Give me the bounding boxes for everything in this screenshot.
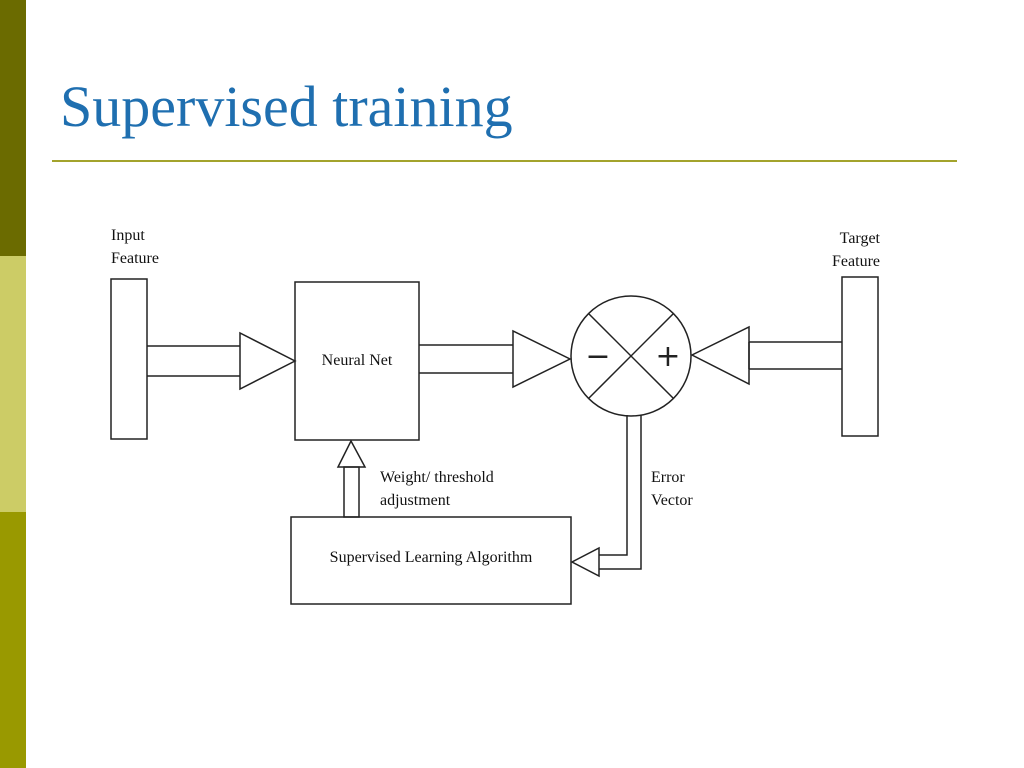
title-divider <box>52 160 957 162</box>
error-path-outer <box>599 415 642 570</box>
target-feature-bar <box>841 276 879 437</box>
weight-arrowhead <box>336 439 367 468</box>
error-arrowhead <box>570 546 600 578</box>
error-label-line2: Vector <box>651 492 693 509</box>
comparator-circle <box>570 295 692 417</box>
target-arrowhead <box>690 325 750 386</box>
sidebar-stripe-middle <box>0 256 26 512</box>
input-feature-bar <box>110 278 148 440</box>
input-arrowhead <box>239 331 297 391</box>
sidebar-stripe-top <box>0 0 26 256</box>
algorithm-label: Supervised Learning Algorithm <box>330 549 533 566</box>
input-label-line1: Input <box>111 227 145 244</box>
error-label-line1: Error <box>651 469 685 486</box>
weight-arrow-shaft <box>343 466 360 518</box>
weight-label-line1: Weight/ threshold <box>380 469 494 486</box>
plus-sign: + <box>655 339 680 374</box>
algorithm-box <box>290 516 572 605</box>
error-path-inner <box>599 415 628 556</box>
output-arrowhead <box>512 329 572 389</box>
slide-title: Supervised training <box>60 74 513 139</box>
neural-net-box <box>294 281 420 441</box>
target-label-line1: Target <box>840 230 881 247</box>
input-label-line2: Feature <box>111 250 159 267</box>
weight-label-line2: adjustment <box>380 492 451 509</box>
neural-net-label: Neural Net <box>322 352 393 369</box>
minus-sign: − <box>585 339 610 374</box>
sidebar-stripe-bottom <box>0 512 26 768</box>
comparator-diagonal-2 <box>588 313 674 399</box>
target-label-line2: Feature <box>832 253 880 270</box>
